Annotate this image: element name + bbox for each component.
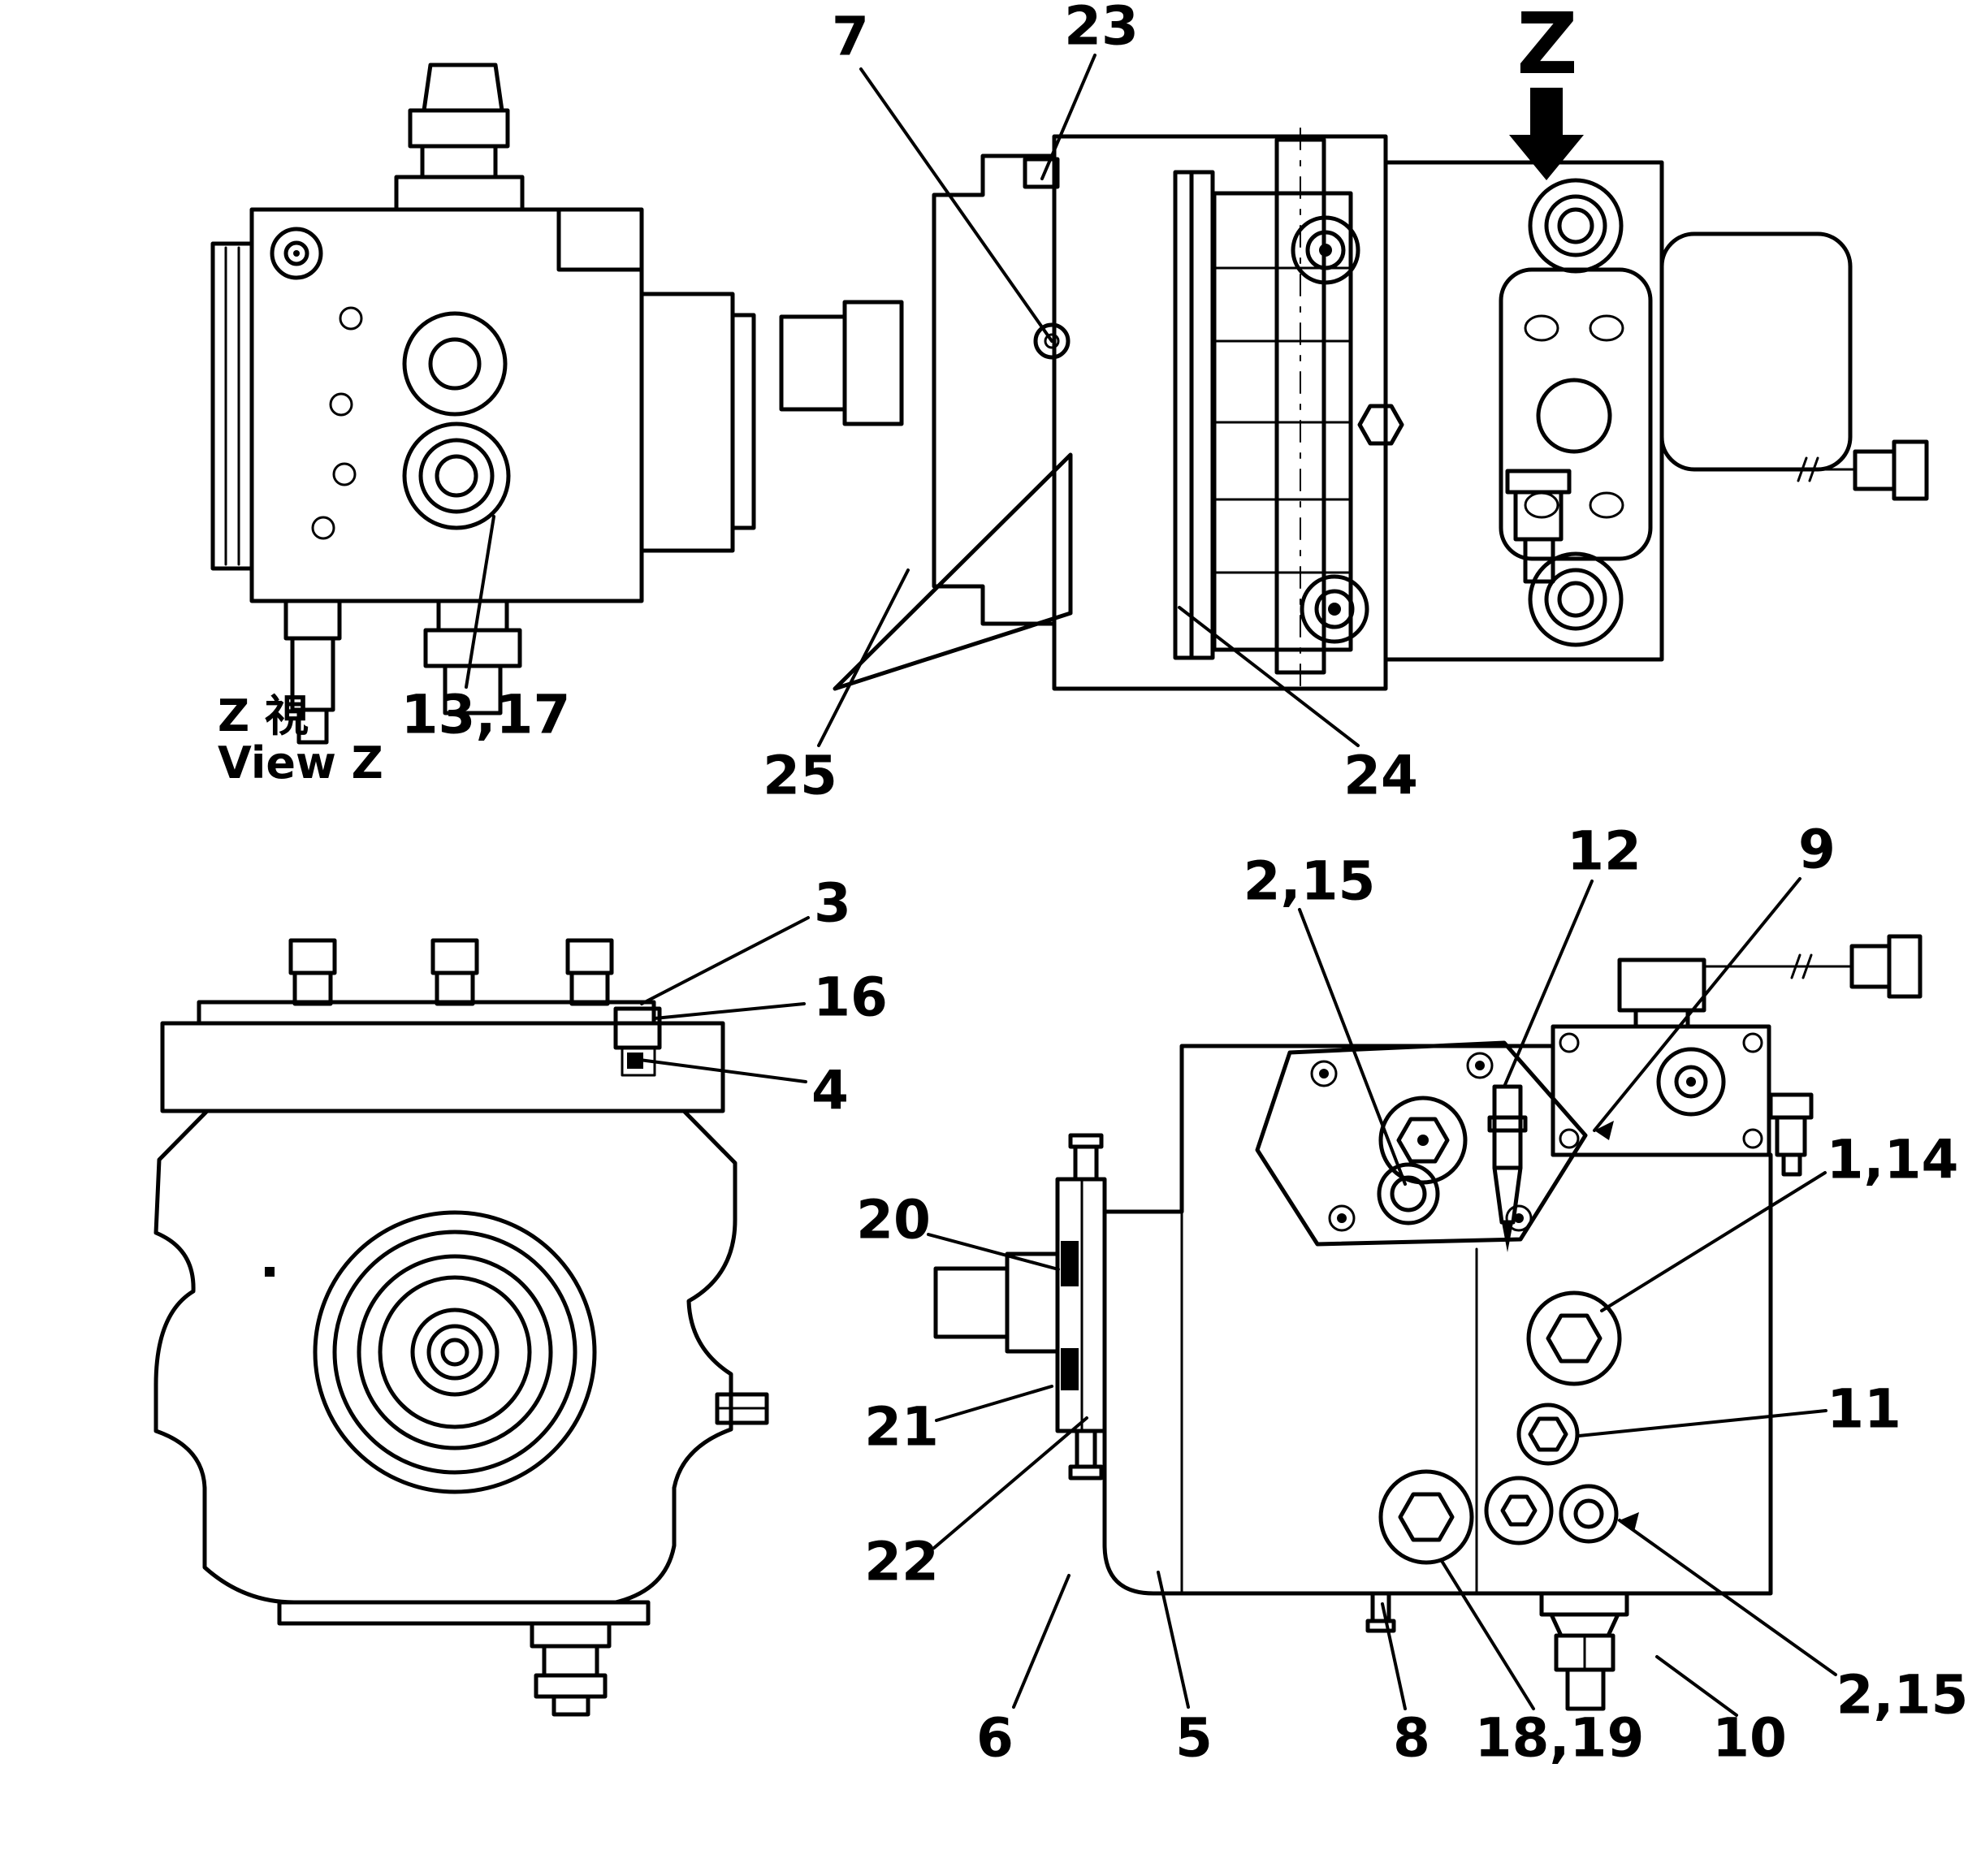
top-fitting-nut [408,108,510,149]
callout-leader-23 [1040,54,1096,180]
solenoid-valve [1551,1024,1771,1157]
callout-label-23: 23 [1064,0,1139,58]
flange-bolt [1033,322,1071,360]
hex-plug-large [1526,1290,1622,1386]
callout-leader-6 [1012,1574,1071,1709]
callout-label-12: 12 [1567,820,1641,883]
callout-label-18-19: 18,19 [1475,1707,1645,1770]
callout-leader-2-15 [1618,1519,1837,1676]
callout-leader-5 [1157,1571,1190,1709]
callout-label-21: 21 [864,1396,939,1459]
callout-label-4: 4 [811,1060,849,1122]
callout-leader-22 [932,1416,1088,1550]
side-fitting [1768,1092,1814,1120]
lower-boss [1528,551,1624,647]
case-top-plug [1023,157,1060,189]
callout-label-13-17: 13,17 [401,684,571,746]
callout-leader-8 [1381,1602,1407,1710]
side-view-drawing [933,934,1923,1711]
side-block [639,292,735,553]
hex-plug-small [1484,1476,1554,1545]
stud [430,938,479,975]
callout-label-9: 9 [1798,819,1836,881]
callout-label-20: 20 [856,1189,931,1251]
callout-leader-11 [1577,1409,1827,1437]
pump-housing [1102,1044,1773,1596]
callout-label-8: 8 [1393,1707,1430,1770]
callout-label-3: 3 [814,872,851,935]
callout-label-6: 6 [976,1707,1014,1770]
view-direction-arrow-icon [1509,88,1584,180]
detached-plug [1849,944,1892,989]
top-fitting-cap [422,63,504,113]
callout-leader-1-14 [1600,1171,1827,1312]
detached-plug [1853,449,1897,491]
top-cover [1255,1040,1588,1247]
callout-leader-25 [817,568,910,747]
callout-label-11: 11 [1827,1378,1901,1441]
callout-leader-12 [1503,880,1594,1088]
view-direction-letter: Z [1516,0,1577,93]
callout-label-25: 25 [763,745,837,807]
callout-leader-21 [935,1385,1053,1422]
port-ring [1559,1484,1619,1544]
hex-bolt [1357,404,1404,446]
callout-label-2-15: 2,15 [1244,850,1376,913]
cover-hub [1378,1096,1468,1185]
callout-leader-20 [927,1233,1060,1271]
solenoid-connector [1617,957,1706,1013]
callout-leader-9 [1593,877,1801,1132]
mounting-pad [1499,267,1653,561]
upper-port [402,311,508,417]
callout-label-22: 22 [864,1531,939,1593]
drive-shaft [933,1266,1010,1339]
gasket-plate [210,241,254,571]
pilot-probe [1492,1084,1523,1170]
stud [565,938,614,975]
main-bore [313,1210,597,1494]
callout-label-24: 24 [1343,745,1418,807]
section-wedge [833,452,1073,691]
view-z-caption-jp: Z 視 [218,690,309,741]
shaft-seal [1061,1241,1079,1286]
callout-leader-4 [632,1057,807,1083]
view-z-drawing [210,63,756,745]
callout-leader-16 [653,1002,806,1020]
drive-shaft [779,314,847,412]
callout-leader-3 [640,916,810,1005]
callout-leader-10 [1655,1655,1738,1717]
callout-label-5: 5 [1175,1707,1213,1770]
lower-bearing [1300,574,1369,644]
callout-label-1-14: 1,14 [1827,1129,1959,1191]
bottom-fitting [1539,1591,1629,1617]
callout-leader-18-19 [1440,1559,1535,1710]
shaft-seal [1061,1348,1079,1390]
callout-leader-24 [1178,606,1360,747]
top-port [1377,1162,1440,1225]
lower-port [402,421,511,530]
upper-boss [1528,178,1624,274]
callout-label-16: 16 [813,966,888,1029]
callout-leader-2-15 [1298,908,1407,1186]
callout-leader-13-17 [465,515,495,689]
cross-section-drawing [779,128,1929,693]
callout-layer: 7 23 13,17 25 24 2,15 12 9 1,14 11 2,15 3 16 4 20 21 22 6… [401,0,1968,1770]
callout-label-2-15: 2,15 [1836,1664,1968,1727]
mounting-flange [932,153,1057,626]
front-view-drawing [154,938,769,1717]
callout-label-7: 7 [832,6,869,68]
view-z-caption-en: View Z [218,737,383,789]
callout-label-10: 10 [1712,1707,1787,1770]
drain-plug [1378,1469,1474,1565]
bolt-boss [270,227,323,280]
hex-nut [1516,1403,1580,1466]
upper-bearing [1291,215,1360,285]
rear-extension [1659,231,1853,472]
callout-leader-7 [859,67,1053,343]
valve-plate [1173,170,1194,660]
bottom-plate [277,1600,651,1626]
stud [288,938,337,975]
